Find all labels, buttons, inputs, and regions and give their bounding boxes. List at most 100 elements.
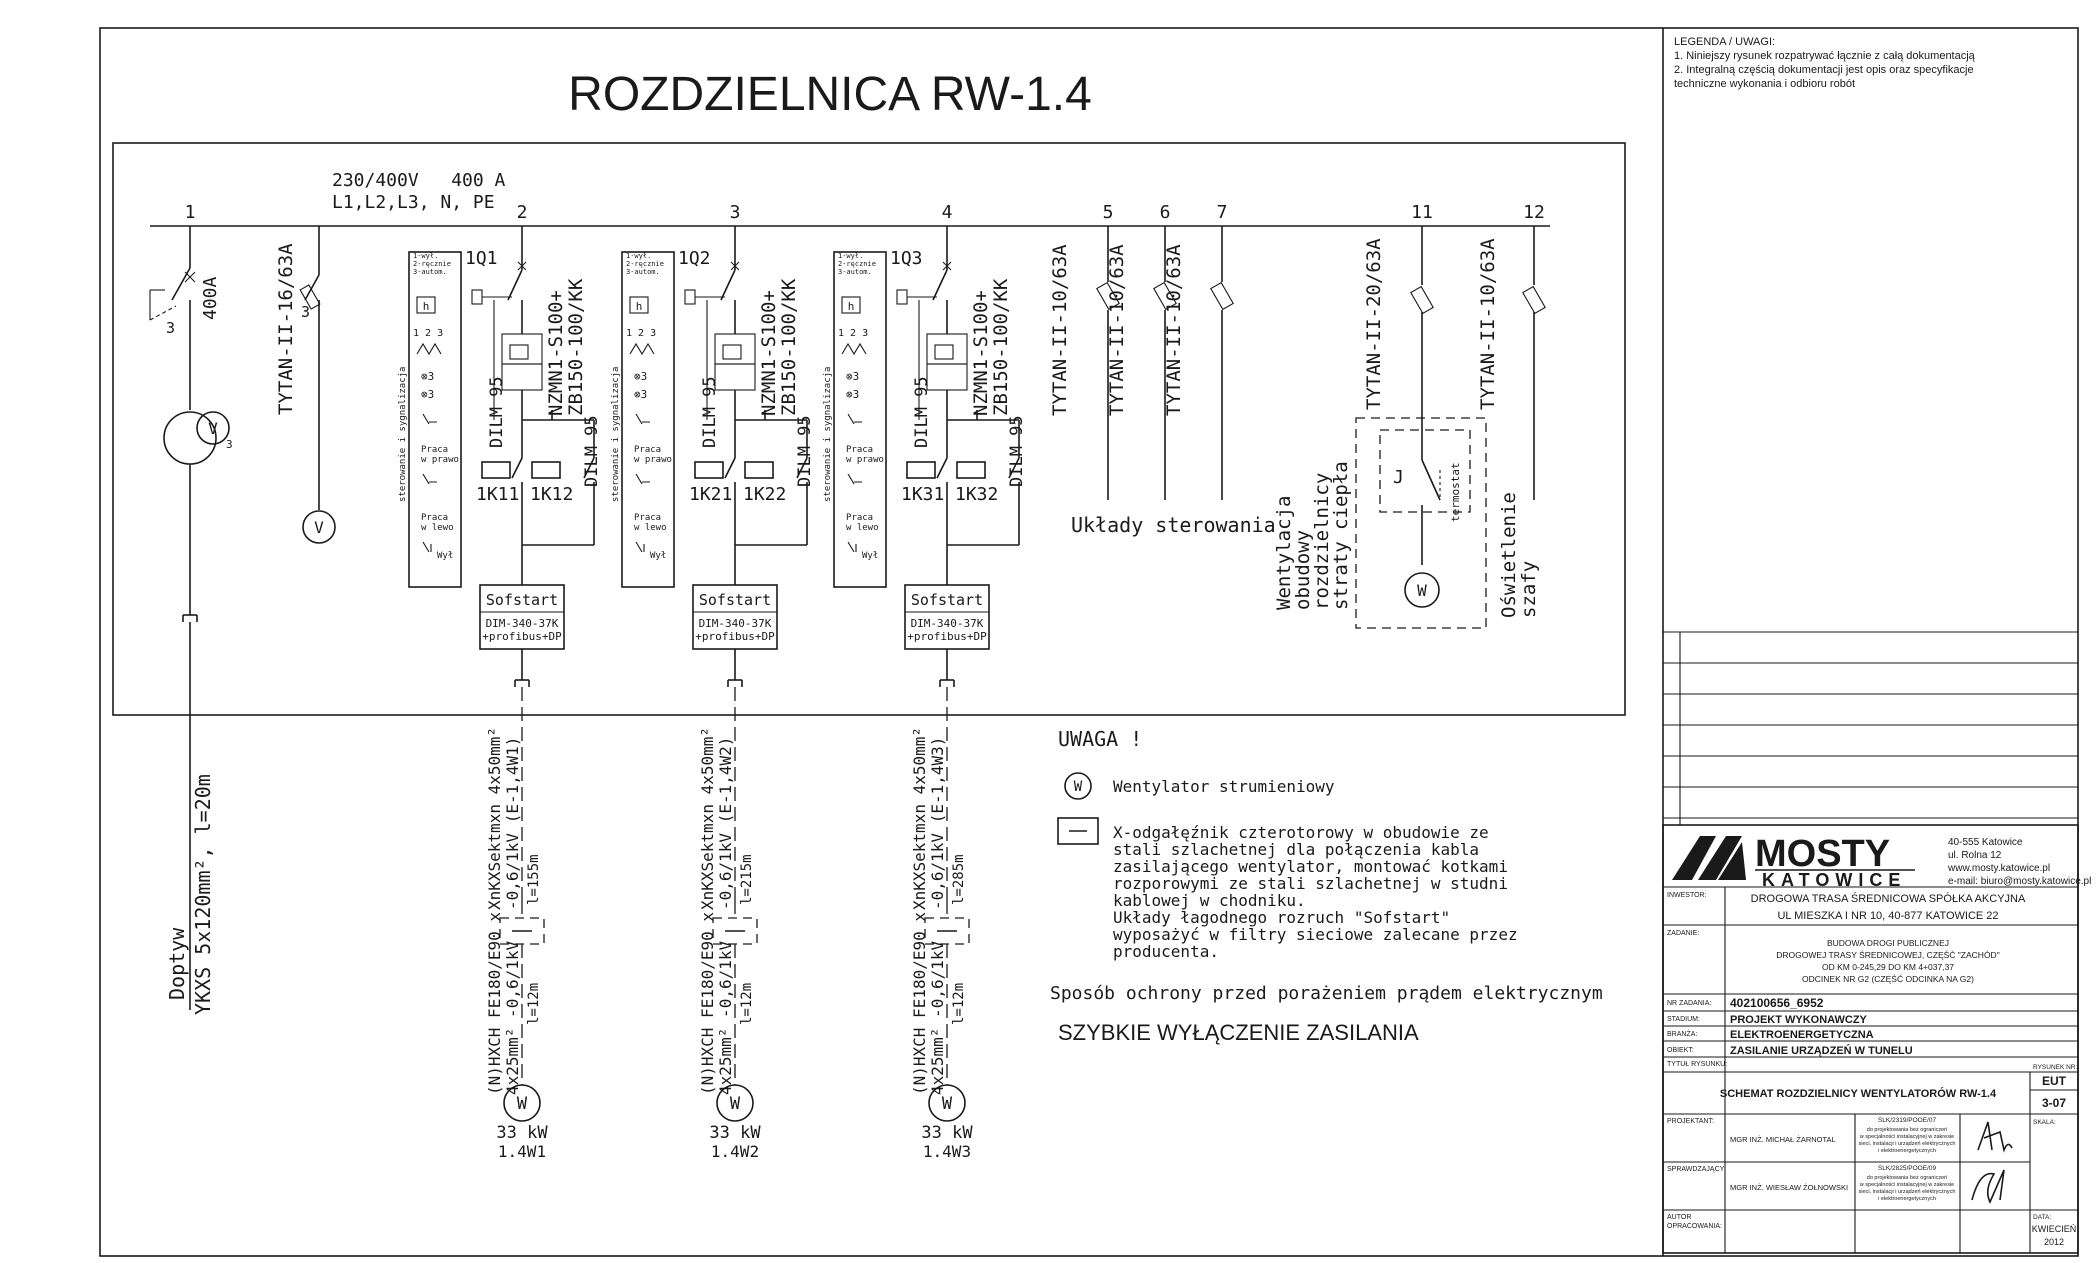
svg-text:wyposażyć w filtry sieciowe za: wyposażyć w filtry sieciowe zalecane prz… <box>1113 925 1518 944</box>
investor-label: INWESTOR: <box>1667 892 1707 899</box>
cable-outer-length: l=155m <box>526 854 542 905</box>
work-right-label-1: Praca <box>421 445 448 455</box>
selector-switch-icon <box>629 342 655 356</box>
thermostat-box <box>1379 429 1471 513</box>
cable-inner-spec: (N)HXCH FE180/E90 x <box>910 912 929 1095</box>
notes-header: UWAGA ! <box>1058 727 1142 751</box>
control-breaker-type: TYTAN-II-10/63A <box>1049 244 1071 416</box>
breaker-type: NZMN1-S100+ <box>545 290 567 416</box>
svg-text:zasilającego wentylator, monto: zasilającego wentylator, montować kotkam… <box>1113 857 1508 876</box>
voltage-selector-position: 3 <box>226 438 233 451</box>
lighting-breaker-type: TYTAN-II-10/63A <box>1477 238 1499 410</box>
breaker-id: 1Q1 <box>465 248 498 269</box>
company-address-1: 40-555 Katowice <box>1948 837 2023 848</box>
disconnector-legend-icon <box>1057 817 1099 845</box>
circuit-number-6: 6 <box>1160 202 1171 223</box>
checker-name: MGR INŻ. WIESŁAW ŻOŁNOWSKI <box>1730 1183 1848 1192</box>
company-name: MOSTY <box>1755 833 1890 875</box>
circuit-number-2: 2 <box>517 202 528 223</box>
work-left-label-1: Praca <box>634 513 661 523</box>
contactor-coil-a <box>906 461 936 479</box>
ventilation-relay: J <box>1393 467 1404 488</box>
thermostat-label: termostat <box>1449 462 1462 522</box>
object-label: OBIEKT: <box>1667 1047 1694 1054</box>
pushbutton-left-icon <box>422 473 437 485</box>
panel-legend-1: 1-wył. <box>626 252 651 260</box>
legend-line-3: techniczne wykonania i odbioru robót <box>1674 78 1855 90</box>
svg-text:rozporowymi ze stali szlachetn: rozporowymi ze stali szlachetnej w studn… <box>1113 874 1508 893</box>
stage-label: STADIUM: <box>1667 1016 1700 1023</box>
voltmeter-branch: V <box>299 226 336 544</box>
breaker-type: NZMN1-S100+ <box>970 290 992 416</box>
work-right-label-2: w prawo <box>846 455 884 465</box>
fan-motor <box>503 1084 541 1122</box>
checker-signature <box>1971 1169 2005 1204</box>
switchboard-enclosure <box>112 142 1626 716</box>
task-label: ZADANIE: <box>1667 930 1699 937</box>
panel-mode-icon <box>629 296 649 314</box>
cable-outer-length: l=285m <box>951 854 967 905</box>
softstart-type: DIM-340-37K <box>699 617 772 630</box>
date-year: 2012 <box>2044 1237 2064 1247</box>
off-label: Wył <box>650 551 666 561</box>
supply-phases: L1,L2,L3, N, PE <box>332 192 495 213</box>
contactor-type-b: DILM 95 <box>1007 415 1027 487</box>
selector-switch-icon <box>416 342 442 356</box>
protection-value: SZYBKIE WYŁĄCZENIE ZASILANIA <box>1058 1020 1419 1045</box>
circuit-number-11: 11 <box>1411 202 1433 223</box>
circuit-number-5: 5 <box>1103 202 1114 223</box>
breaker-accessory: ZB150-100/KK <box>565 278 587 416</box>
ventilation-breaker-type: TYTAN-II-20/63A <box>1363 238 1385 410</box>
cable-outer-voltage: -0,6/1kV (E-1,4W1) <box>503 737 522 910</box>
fan-motor-letter: W <box>942 1094 953 1114</box>
pushbutton-right-icon <box>847 413 862 425</box>
work-right-label-2: w prawo <box>421 455 459 465</box>
title-block <box>1662 824 2079 1254</box>
contactor-coil-b <box>531 461 561 479</box>
ventilation-label: Wentylacja obudowy rozdzielnicy straty c… <box>1273 461 1352 610</box>
svg-text:X-odgałęźnik czterotorowy w ob: X-odgałęźnik czterotorowy w obudowie ze <box>1113 823 1489 842</box>
motor-id: 1.4W3 <box>923 1142 971 1161</box>
main-switch-rating: 400A <box>200 276 221 320</box>
legend-line-2: 2. Integralną częścią dokumentacji jest … <box>1674 64 1974 76</box>
softstart-type: DIM-340-37K <box>486 617 559 630</box>
control-circuit-6: TYTAN-II-10/63A <box>1106 226 1177 500</box>
date-label: DATA: <box>2033 1214 2051 1221</box>
feed-cable-name: Doptyw <box>165 927 189 1000</box>
mosty-logo: MOSTY KATOWICE <box>1672 833 1915 890</box>
lighting-circuit <box>1522 226 1546 500</box>
svg-text:rozdzielnicy: rozdzielnicy <box>1311 473 1333 610</box>
softstart-label: Sofstart <box>486 591 558 609</box>
contactor-b-label: 1K32 <box>955 484 998 505</box>
signal-lamp-b: ⊗3 <box>421 388 434 401</box>
off-button-icon <box>422 541 432 553</box>
work-right-label-1: Praca <box>846 445 873 455</box>
object: ZASILANIE URZĄDZEŃ W TUNELU <box>1730 1044 1913 1057</box>
checker-label: SPRAWDZAJĄCY: <box>1667 1166 1726 1173</box>
breaker-type: NZMN1-S100+ <box>758 290 780 416</box>
drawing-number-label: RYSUNEK NR: <box>2033 1064 2078 1071</box>
checker-cert: SLK/2825/POOE/09 <box>1878 1165 1937 1172</box>
contactor-type-a: DILM 95 <box>700 376 720 448</box>
pushbutton-left-icon <box>635 473 650 485</box>
fan-legend-icon <box>1064 772 1092 800</box>
svg-text:w specjalności instalacyjnej w: w specjalności instalacyjnej w zakresie <box>1859 1182 1954 1188</box>
work-left-label-1: Praca <box>846 513 873 523</box>
panel-positions: 1 2 3 <box>838 328 868 339</box>
company-address-3: www.mosty.katowice.pl <box>1947 863 2050 874</box>
designer-cert-note: do projektowania bez ograniczeń w specja… <box>1859 1127 1956 1154</box>
voltmeter-breaker-type: TYTAN-II-16/63A <box>275 243 297 415</box>
task-line-1: BUDOWA DROGI PUBLICZNEJ <box>1827 938 1949 948</box>
ventilation-circuit: W J termostat <box>1355 226 1487 629</box>
softstart-comm: +profibus+DP <box>695 630 775 643</box>
cable-outer-length: l=215m <box>739 854 755 905</box>
cable-inner-voltage: 4x25mm² -0,6/1kV <box>928 941 947 1095</box>
breaker-accessory: ZB150-100/KK <box>778 278 800 416</box>
cable-inner-voltage: 4x25mm² -0,6/1kV <box>503 941 522 1095</box>
cable-inner-length: l=12m <box>739 983 755 1025</box>
fan-legend-letter: W <box>1074 779 1083 795</box>
drawing-title-label: TYTUŁ RYSUNKU: <box>1667 1061 1727 1068</box>
